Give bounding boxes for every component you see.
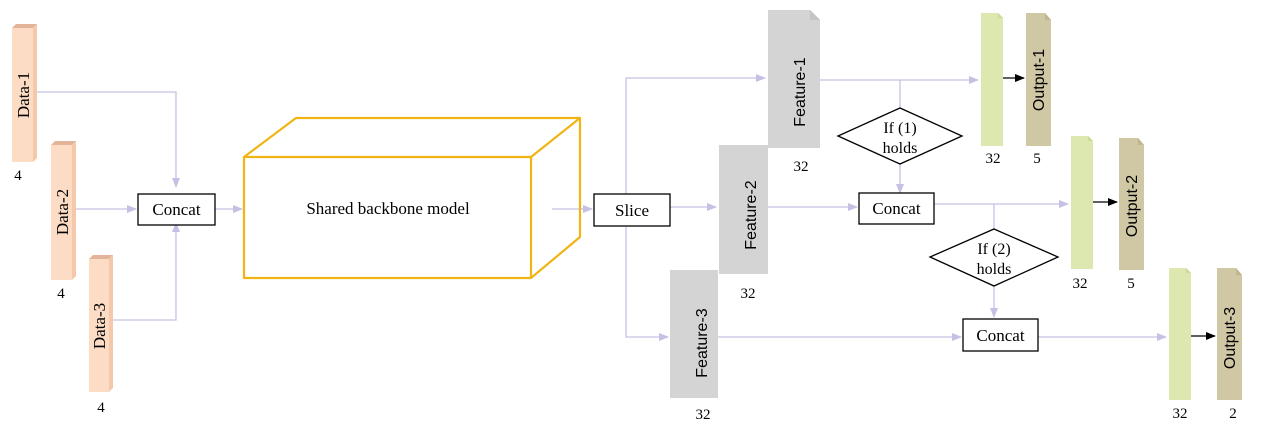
backbone-box: Shared backbone model	[242, 116, 582, 280]
concat-head-2-label: Concat	[872, 199, 920, 218]
head-3-output-size: 2	[1229, 406, 1237, 422]
head-3-output-label: Output-3	[1222, 307, 1239, 369]
input-data2-size: 4	[57, 286, 65, 302]
concat-head-2-box: Concat	[858, 192, 935, 225]
condition-1-line1: If (1)	[883, 120, 916, 137]
feature-1-label: Feature-1	[792, 57, 809, 126]
condition-1-diamond: If (1) holds	[836, 107, 964, 165]
input-data1: Data-1 4	[12, 24, 37, 184]
condition-2-line2: holds	[977, 261, 1012, 278]
feature-1-block: Feature-1 32	[768, 10, 820, 175]
head-2-hidden-block: 32	[1071, 136, 1093, 292]
backbone-label: Shared backbone model	[306, 199, 470, 218]
connector-data1-concat	[37, 91, 180, 188]
feature-2-block: Feature-2 32	[719, 145, 768, 302]
concat-head-3-box: Concat	[962, 318, 1039, 352]
feature-1-size: 32	[794, 159, 809, 175]
feature-3-block: Feature-3 32	[670, 270, 718, 423]
connector-slice-feature3	[625, 227, 669, 341]
head-3-hidden-block: 32	[1169, 268, 1191, 422]
concat-input-box: Concat	[137, 193, 216, 226]
head-2-output-size: 5	[1127, 276, 1135, 292]
input-data3-size: 4	[97, 400, 105, 416]
condition-2-line1: If (2)	[977, 241, 1010, 258]
slice-box: Slice	[593, 193, 671, 227]
input-data2: Data-2 4	[51, 141, 76, 302]
input-data3-label: Data-3	[90, 303, 109, 349]
slice-label: Slice	[615, 201, 649, 220]
head-1-output-size: 5	[1033, 151, 1041, 167]
head-2-output-label: Output-2	[1124, 175, 1141, 237]
feature-2-label: Feature-2	[743, 180, 760, 249]
feature-2-size: 32	[741, 286, 756, 302]
head-1-output-block: Output-1 5	[1026, 13, 1051, 167]
input-data2-label: Data-2	[53, 189, 72, 235]
connector-data3-concat	[113, 222, 180, 321]
feature-3-size: 32	[696, 407, 711, 423]
head-2-hidden-size: 32	[1073, 276, 1088, 292]
condition-1-line2: holds	[883, 140, 918, 157]
head-1-hidden-block: 32	[981, 13, 1003, 167]
connector-slice-feature1	[625, 74, 766, 194]
connector-lines	[37, 74, 1167, 341]
input-data3: Data-3 4	[89, 255, 113, 416]
head-3-hidden-size: 32	[1173, 406, 1188, 422]
concat-head-3-label: Concat	[976, 326, 1024, 345]
condition-2-diamond: If (2) holds	[928, 228, 1060, 287]
input-data1-label: Data-1	[14, 72, 33, 118]
input-data1-size: 4	[14, 168, 22, 184]
head-2-output-block: Output-2 5	[1119, 138, 1144, 292]
head-1-hidden-size: 32	[986, 151, 1001, 167]
head-1-output-label: Output-1	[1031, 49, 1048, 111]
concat-input-label: Concat	[152, 200, 200, 219]
feature-3-label: Feature-3	[694, 308, 711, 377]
head-3-output-block: Output-3 2	[1217, 268, 1242, 422]
